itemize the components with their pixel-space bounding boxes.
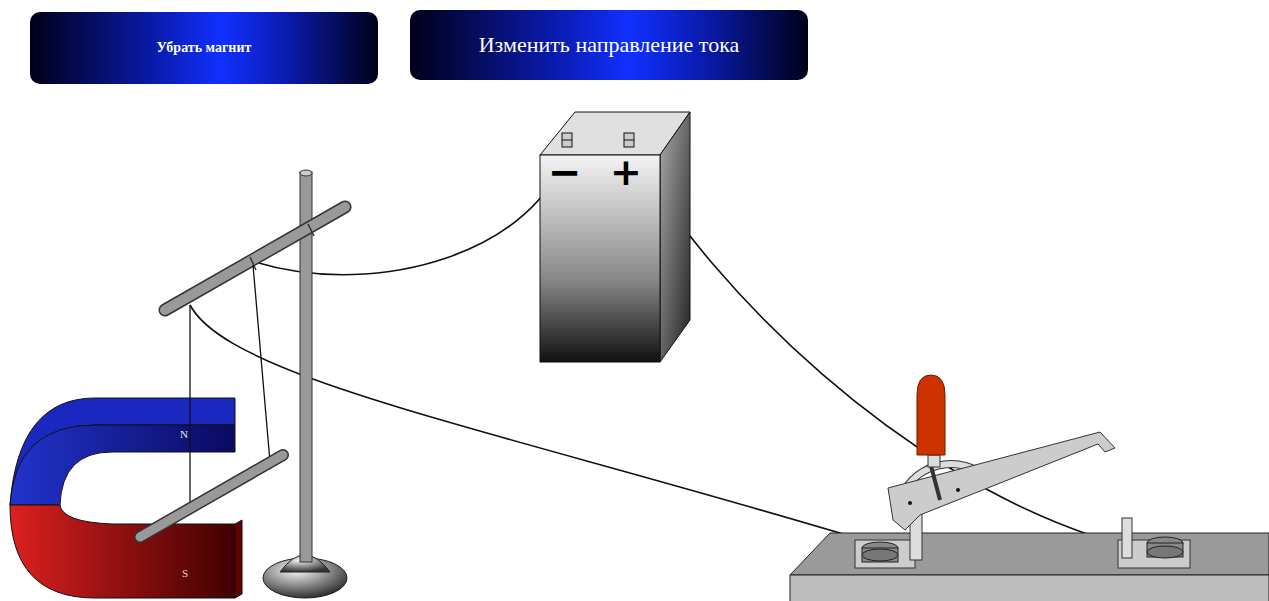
action-button: Изменить направление тока — [410, 10, 808, 80]
pole-label: S — [182, 568, 188, 579]
button-text: Изменить направление тока — [479, 32, 740, 58]
button-text: Убрать магнит — [157, 40, 252, 56]
battery — [540, 112, 690, 362]
terminal-sign: + — [610, 153, 642, 191]
action-button: Убрать магнит — [30, 12, 378, 84]
conductor — [140, 265, 283, 537]
knife-switch — [790, 375, 1269, 601]
pole-label: N — [180, 429, 188, 440]
terminal-sign: − — [548, 152, 582, 192]
